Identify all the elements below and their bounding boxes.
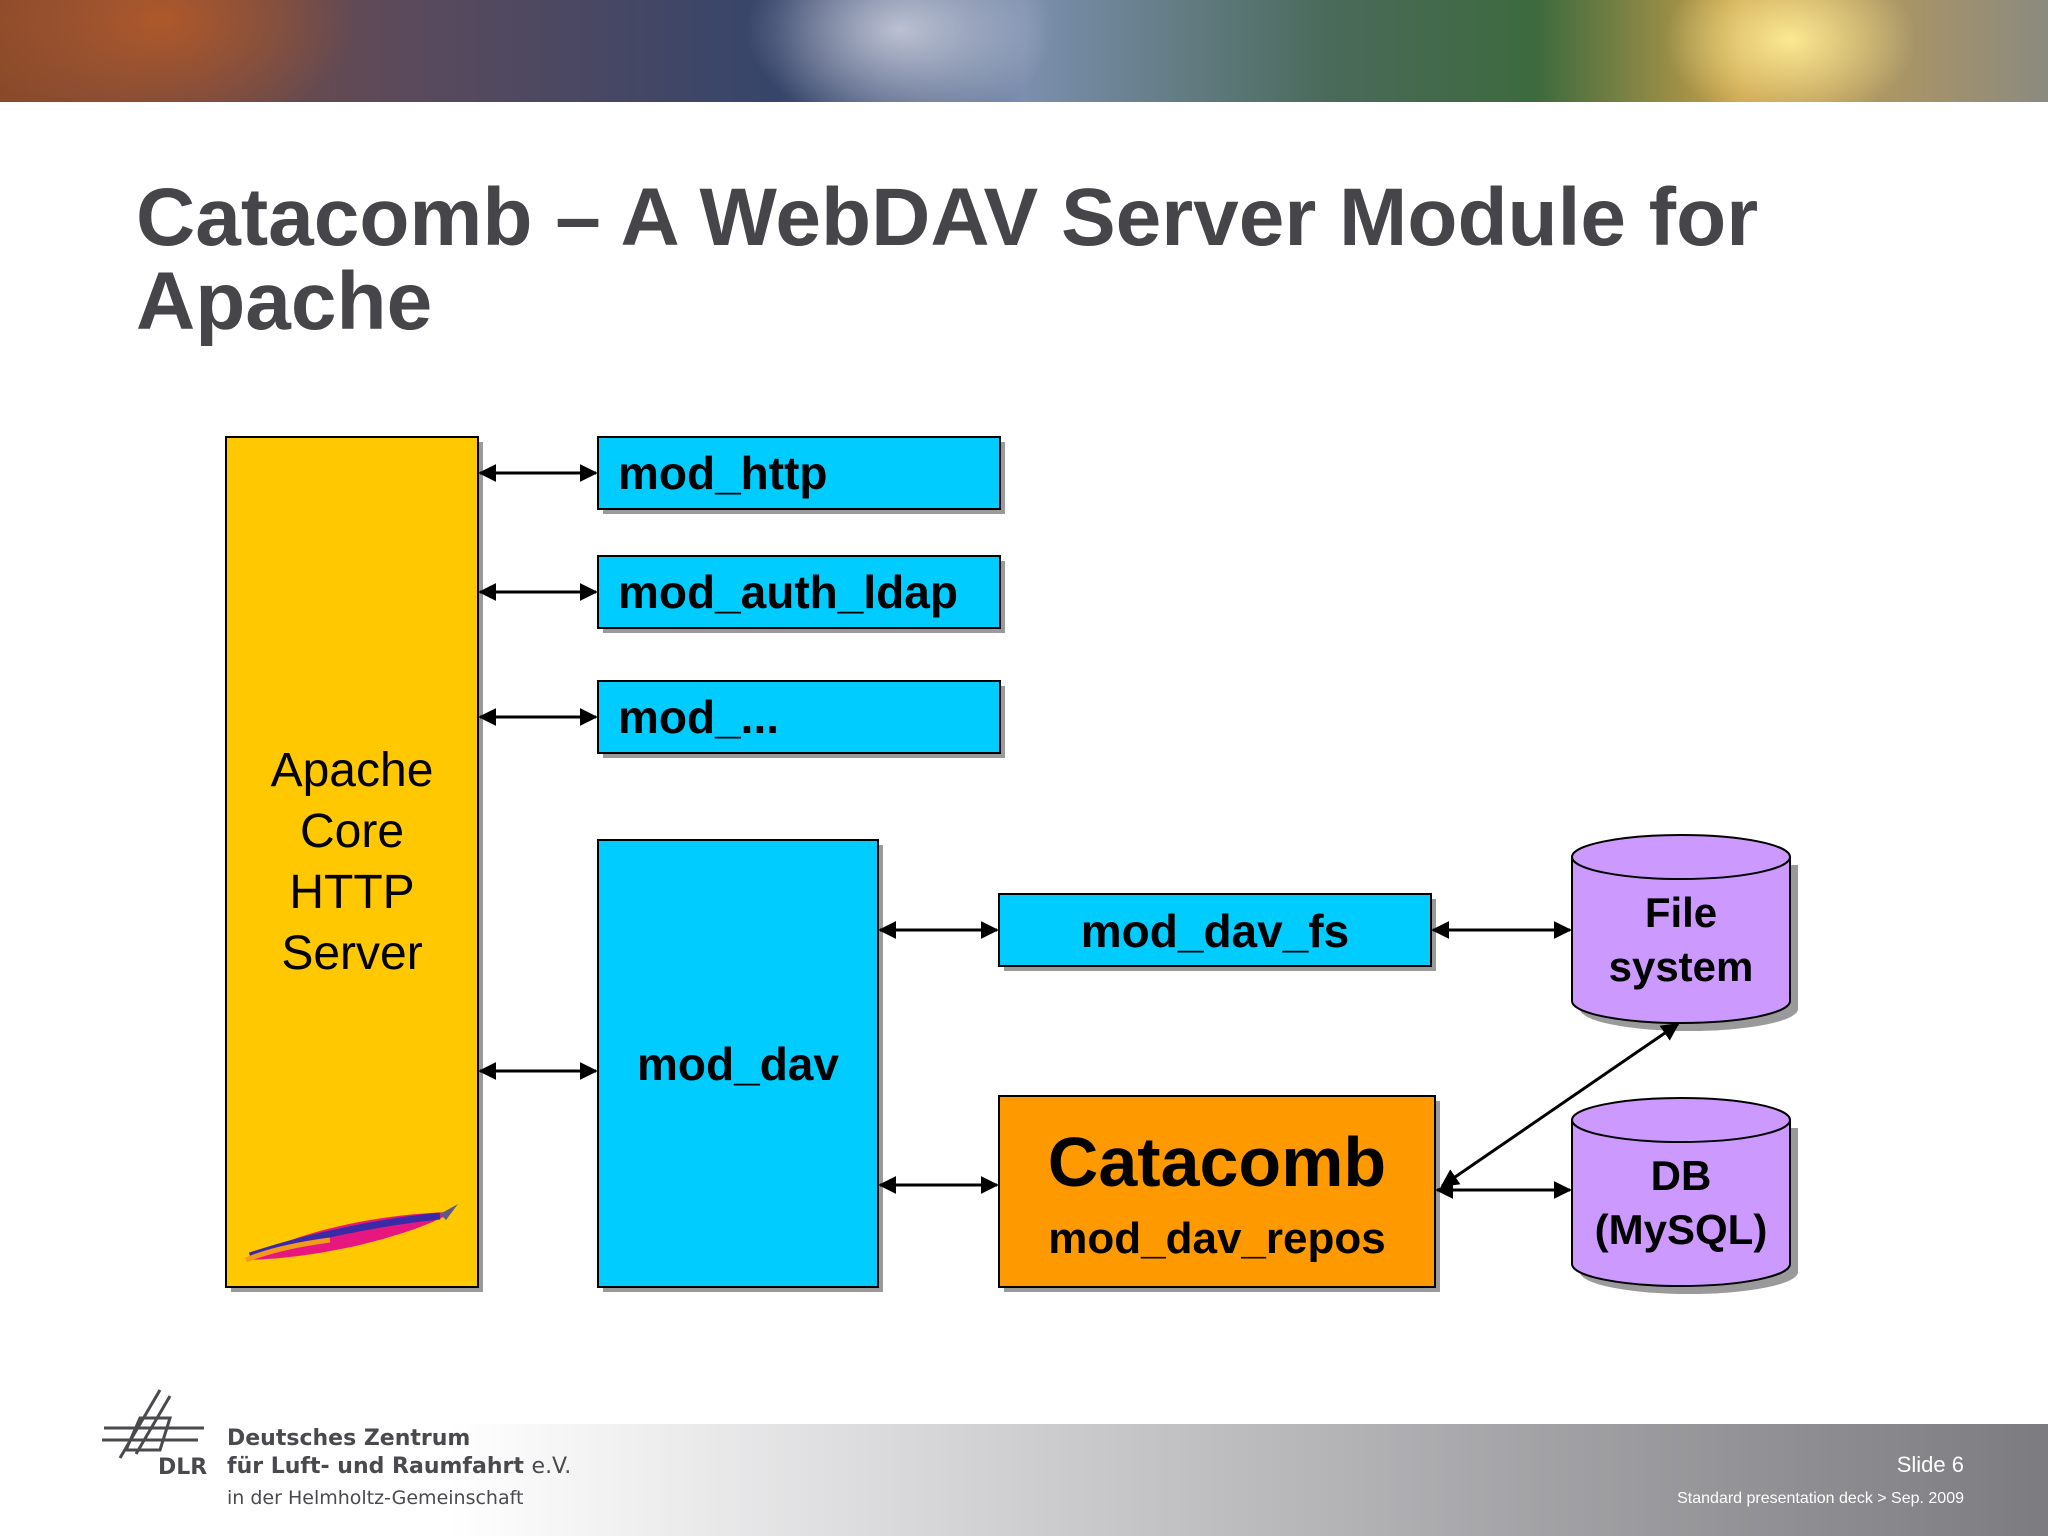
file-system-cylinder [1571, 834, 1798, 1031]
mod-dav-label: mod_dav [637, 1038, 839, 1090]
catacomb-name-label: Catacomb [1047, 1123, 1387, 1201]
mod-auth-ldap-box [597, 555, 1001, 629]
mod-http-label: mod_http [618, 447, 828, 499]
apache-core-box [225, 436, 479, 1288]
footer-bar [0, 1424, 2048, 1536]
mod-http-box [597, 436, 1001, 510]
mod-dav-box [597, 839, 879, 1288]
db-label: DB (MySQL) [1594, 1152, 1768, 1253]
org-name-line3: in der Helmholtz-Gemeinschaft [227, 1487, 524, 1509]
mod-other-box [597, 680, 1001, 754]
org-name-line2: für Luft- und Raumfahrt e.V. [227, 1454, 572, 1479]
mod-dav-fs-box [998, 893, 1432, 967]
mod-other-label: mod_... [618, 691, 780, 743]
catacomb-box [998, 1095, 1436, 1288]
catacomb-module-label: mod_dav_repos [1048, 1214, 1386, 1263]
file-system-label: File system [1608, 889, 1754, 990]
apache-core-label: Apache Core HTTP Server [270, 744, 434, 980]
org-name-line1: Deutsches Zentrum [227, 1426, 471, 1451]
dlr-logo-text: DLR [158, 1455, 208, 1480]
arrow-catacomb-filesystem [1440, 1022, 1680, 1188]
org-suffix: e.V. [531, 1454, 572, 1479]
header-banner-image [0, 0, 2048, 102]
slide-title: Catacomb – A WebDAV Server Module for Ap… [136, 172, 1759, 347]
architecture-diagram [225, 436, 1798, 1294]
mod-dav-fs-label: mod_dav_fs [1080, 905, 1350, 957]
slide-number: Slide 6 [1896, 1452, 1964, 1477]
deck-info: Standard presentation deck > Sep. 2009 [1677, 1490, 1964, 1507]
mod-auth-ldap-label: mod_auth_ldap [618, 566, 958, 618]
apache-feather-icon [245, 1204, 458, 1263]
dlr-logo-icon [102, 1389, 204, 1459]
